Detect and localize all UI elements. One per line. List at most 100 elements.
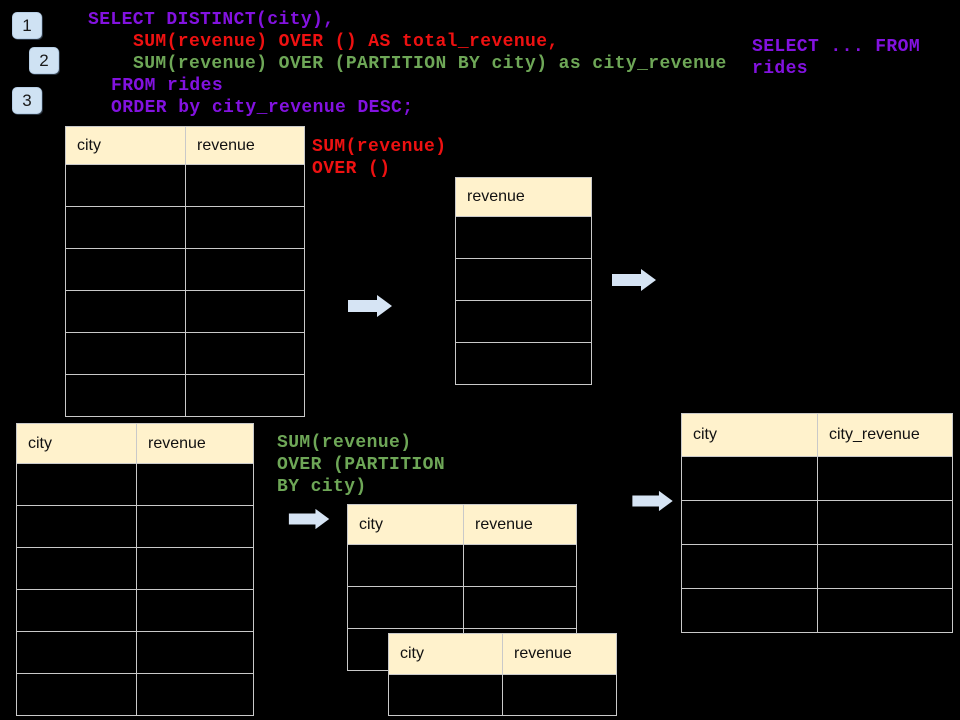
total-revenue-table: revenue bbox=[455, 177, 592, 385]
column-header: city bbox=[347, 504, 464, 545]
table-row bbox=[16, 673, 254, 716]
column-header: revenue bbox=[136, 423, 254, 464]
table-cell bbox=[65, 332, 186, 375]
table-cell bbox=[16, 673, 137, 716]
table-row bbox=[65, 290, 305, 333]
sql-line-order: ORDER by city_revenue DESC; bbox=[111, 98, 414, 118]
table-cell bbox=[185, 248, 305, 291]
table-cell bbox=[16, 589, 137, 632]
table-cell bbox=[136, 463, 254, 506]
table-row bbox=[16, 505, 254, 548]
table-row bbox=[681, 544, 953, 589]
table-row bbox=[347, 544, 577, 587]
table-cell bbox=[347, 586, 464, 629]
partition-label: SUM(revenue) OVER (PARTITION BY city) bbox=[277, 433, 446, 497]
table-cell bbox=[136, 631, 254, 674]
table-cell bbox=[463, 544, 577, 587]
table-row bbox=[65, 332, 305, 375]
column-header: revenue bbox=[185, 126, 305, 165]
table-cell bbox=[817, 588, 953, 633]
header-row: revenue bbox=[455, 177, 592, 217]
table-row bbox=[681, 456, 953, 501]
table-cell bbox=[455, 300, 592, 343]
table-cell bbox=[347, 544, 464, 587]
table-row bbox=[455, 258, 592, 301]
table-row bbox=[388, 674, 617, 716]
sql-line-select: SELECT DISTINCT(city), bbox=[88, 10, 335, 30]
table-row bbox=[681, 588, 953, 633]
table-row bbox=[455, 216, 592, 259]
table-cell bbox=[136, 505, 254, 548]
table-row bbox=[455, 300, 592, 343]
sql-side-note: SELECT ... FROM rides bbox=[752, 37, 921, 79]
arrow-right-icon bbox=[348, 295, 392, 317]
table-cell bbox=[681, 588, 818, 633]
table-cell bbox=[65, 206, 186, 249]
table-row bbox=[65, 374, 305, 417]
table-row bbox=[65, 248, 305, 291]
column-header: city bbox=[681, 413, 818, 457]
table-row bbox=[455, 342, 592, 385]
table-row bbox=[16, 631, 254, 674]
table-cell bbox=[681, 544, 818, 589]
table-cell bbox=[16, 547, 137, 590]
table-cell bbox=[817, 456, 953, 501]
column-header: revenue bbox=[502, 633, 617, 675]
table-cell bbox=[185, 332, 305, 375]
table-row bbox=[681, 500, 953, 545]
table-cell bbox=[388, 674, 503, 716]
step-badge-3: 3 bbox=[12, 87, 42, 114]
column-header: revenue bbox=[463, 504, 577, 545]
column-header: city bbox=[388, 633, 503, 675]
arrow-right-icon bbox=[612, 269, 656, 291]
sql-line-partition: SUM(revenue) OVER (PARTITION BY city) as… bbox=[133, 54, 727, 74]
column-header: revenue bbox=[455, 177, 592, 217]
table-cell bbox=[65, 248, 186, 291]
table-row bbox=[16, 589, 254, 632]
sql-line-total: SUM(revenue) OVER () AS total_revenue, bbox=[133, 32, 559, 52]
table-cell bbox=[185, 290, 305, 333]
column-header: city bbox=[16, 423, 137, 464]
table-row bbox=[65, 206, 305, 249]
table-row bbox=[16, 547, 254, 590]
table-cell bbox=[16, 631, 137, 674]
step-badge-1: 1 bbox=[12, 12, 42, 39]
step-badge-2: 2 bbox=[29, 47, 59, 74]
table-row bbox=[16, 463, 254, 506]
table-cell bbox=[463, 586, 577, 629]
table-cell bbox=[65, 164, 186, 207]
table-cell bbox=[136, 673, 254, 716]
table-cell bbox=[681, 456, 818, 501]
table-cell bbox=[185, 206, 305, 249]
table-cell bbox=[817, 500, 953, 545]
table-cell bbox=[455, 216, 592, 259]
table-cell bbox=[817, 544, 953, 589]
table-cell bbox=[136, 589, 254, 632]
table-cell bbox=[681, 500, 818, 545]
arrow-right-icon bbox=[288, 508, 330, 530]
table-cell bbox=[455, 342, 592, 385]
table-cell bbox=[455, 258, 592, 301]
table-cell bbox=[65, 374, 186, 417]
table-cell bbox=[185, 164, 305, 207]
column-header: city bbox=[65, 126, 186, 165]
table-cell bbox=[185, 374, 305, 417]
table-cell bbox=[136, 547, 254, 590]
table-cell bbox=[16, 505, 137, 548]
total-revenue-label: SUM(revenue) OVER () bbox=[312, 137, 447, 179]
table-cell bbox=[502, 674, 617, 716]
table-row bbox=[347, 586, 577, 629]
sql-line-from: FROM rides bbox=[111, 76, 224, 96]
column-header: city_revenue bbox=[817, 413, 953, 457]
table-row bbox=[65, 164, 305, 207]
